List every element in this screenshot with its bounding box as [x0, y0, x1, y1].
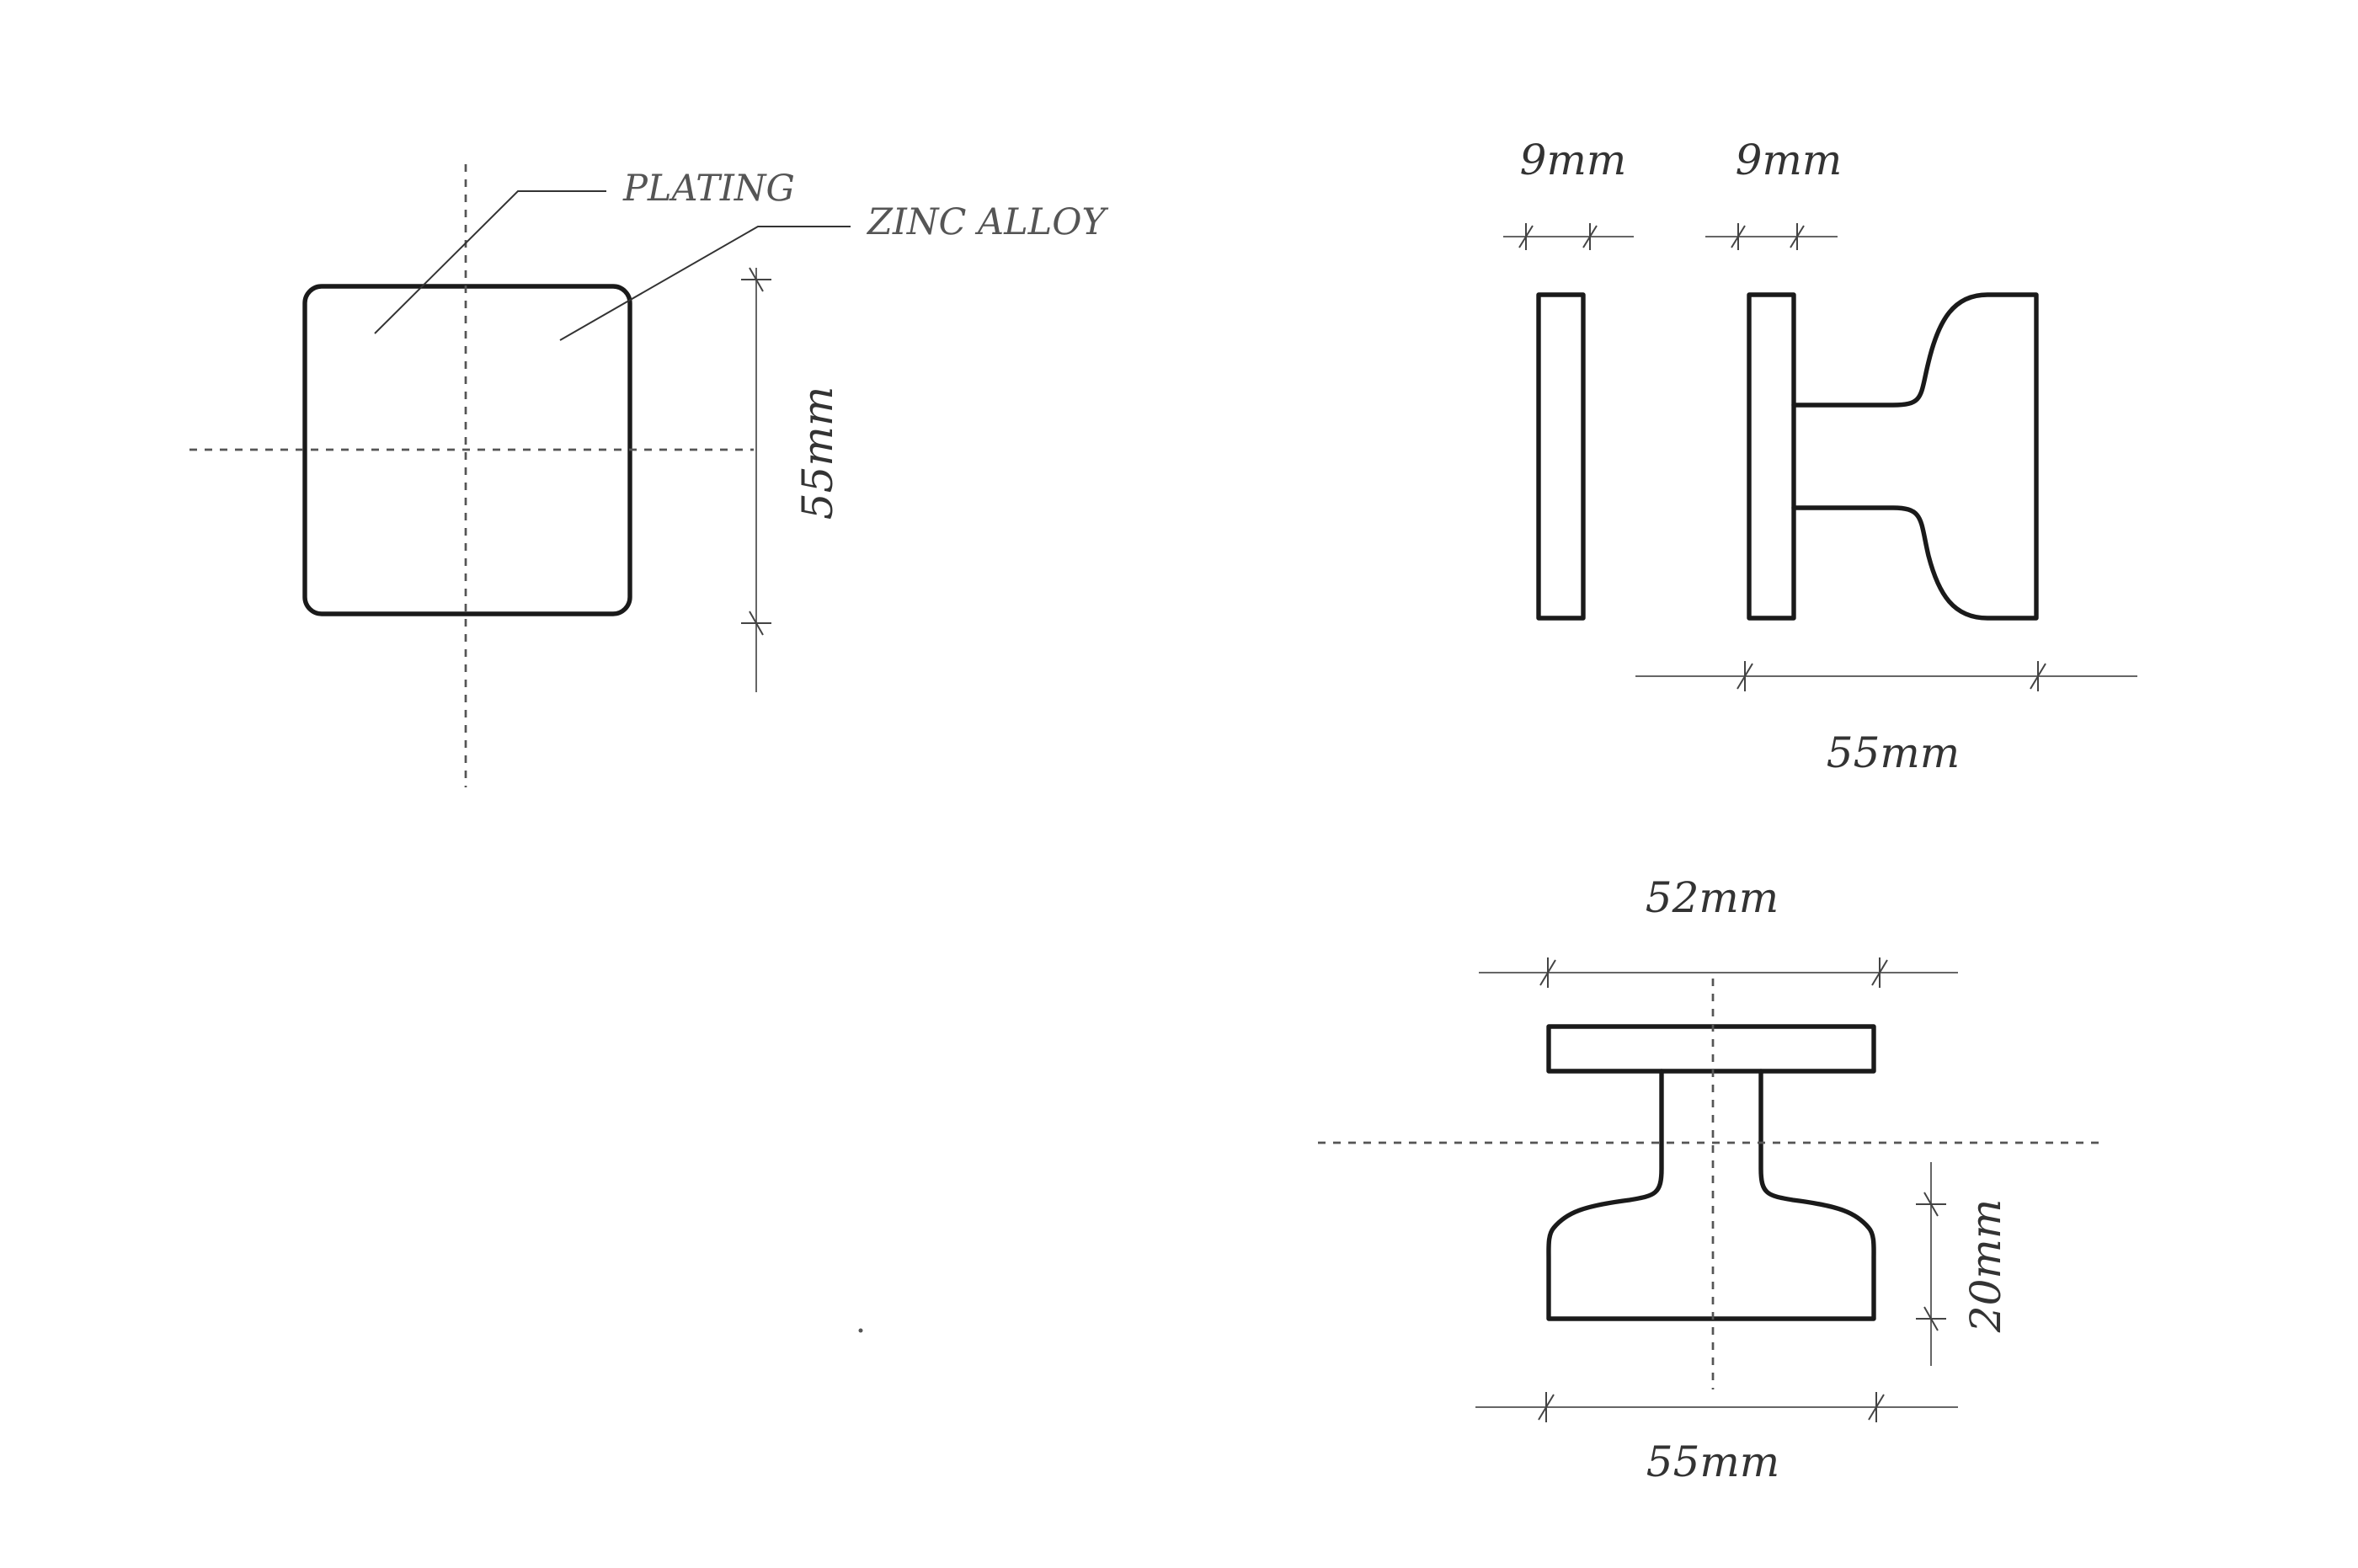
- side-view-knob-profile: [1791, 292, 2039, 621]
- stray-mark: [858, 1328, 863, 1333]
- side-base-thickness-label: 9mm: [1736, 136, 1843, 184]
- bottom-width-right-tick: [1868, 1392, 1885, 1422]
- side-view: 9mm 9mm 55mm: [1503, 136, 2137, 777]
- bottom-view-knob-profile: [1546, 1069, 1876, 1321]
- zinc-alloy-leader-line: [559, 226, 851, 341]
- front-view: PLATING ZINC ALLOY 55mm: [189, 164, 1108, 787]
- bottom-view-top-plate: [1546, 1024, 1876, 1074]
- top-width-right-tick: [1871, 957, 1888, 988]
- side-view-base-plate: [1747, 292, 1796, 621]
- side-view-plate: [1536, 292, 1586, 621]
- front-height-top-tick: [741, 267, 771, 292]
- bottom-height-dimension-label: 20mm: [1961, 1199, 2010, 1333]
- side-left-thickness-label: 9mm: [1520, 136, 1627, 184]
- side-left-thickness-tick-2: [1582, 223, 1598, 250]
- front-height-dimension-label: 55mm: [793, 387, 842, 520]
- front-height-bottom-tick: [741, 611, 771, 636]
- plating-label: PLATING: [622, 168, 795, 210]
- plating-leader-line: [374, 190, 606, 334]
- side-base-thickness-tick-1: [1731, 223, 1746, 250]
- side-depth-dimension-label: 55mm: [1827, 728, 1960, 777]
- bottom-height-bottom-tick: [1916, 1306, 1946, 1331]
- bottom-width-left-tick: [1538, 1392, 1555, 1422]
- zinc-alloy-label: ZINC ALLOY: [866, 201, 1108, 243]
- side-left-thickness-tick-1: [1518, 223, 1534, 250]
- bottom-view: 52mm 20mm 55mm: [1318, 873, 2101, 1486]
- side-depth-right-tick: [2030, 661, 2046, 691]
- top-width-dimension-label: 52mm: [1646, 873, 1779, 922]
- bottom-width-dimension-label: 55mm: [1646, 1437, 1779, 1486]
- side-depth-left-tick: [1736, 661, 1753, 691]
- bottom-height-top-tick: [1916, 1192, 1946, 1217]
- side-base-thickness-tick-2: [1790, 223, 1805, 250]
- top-width-left-tick: [1539, 957, 1556, 988]
